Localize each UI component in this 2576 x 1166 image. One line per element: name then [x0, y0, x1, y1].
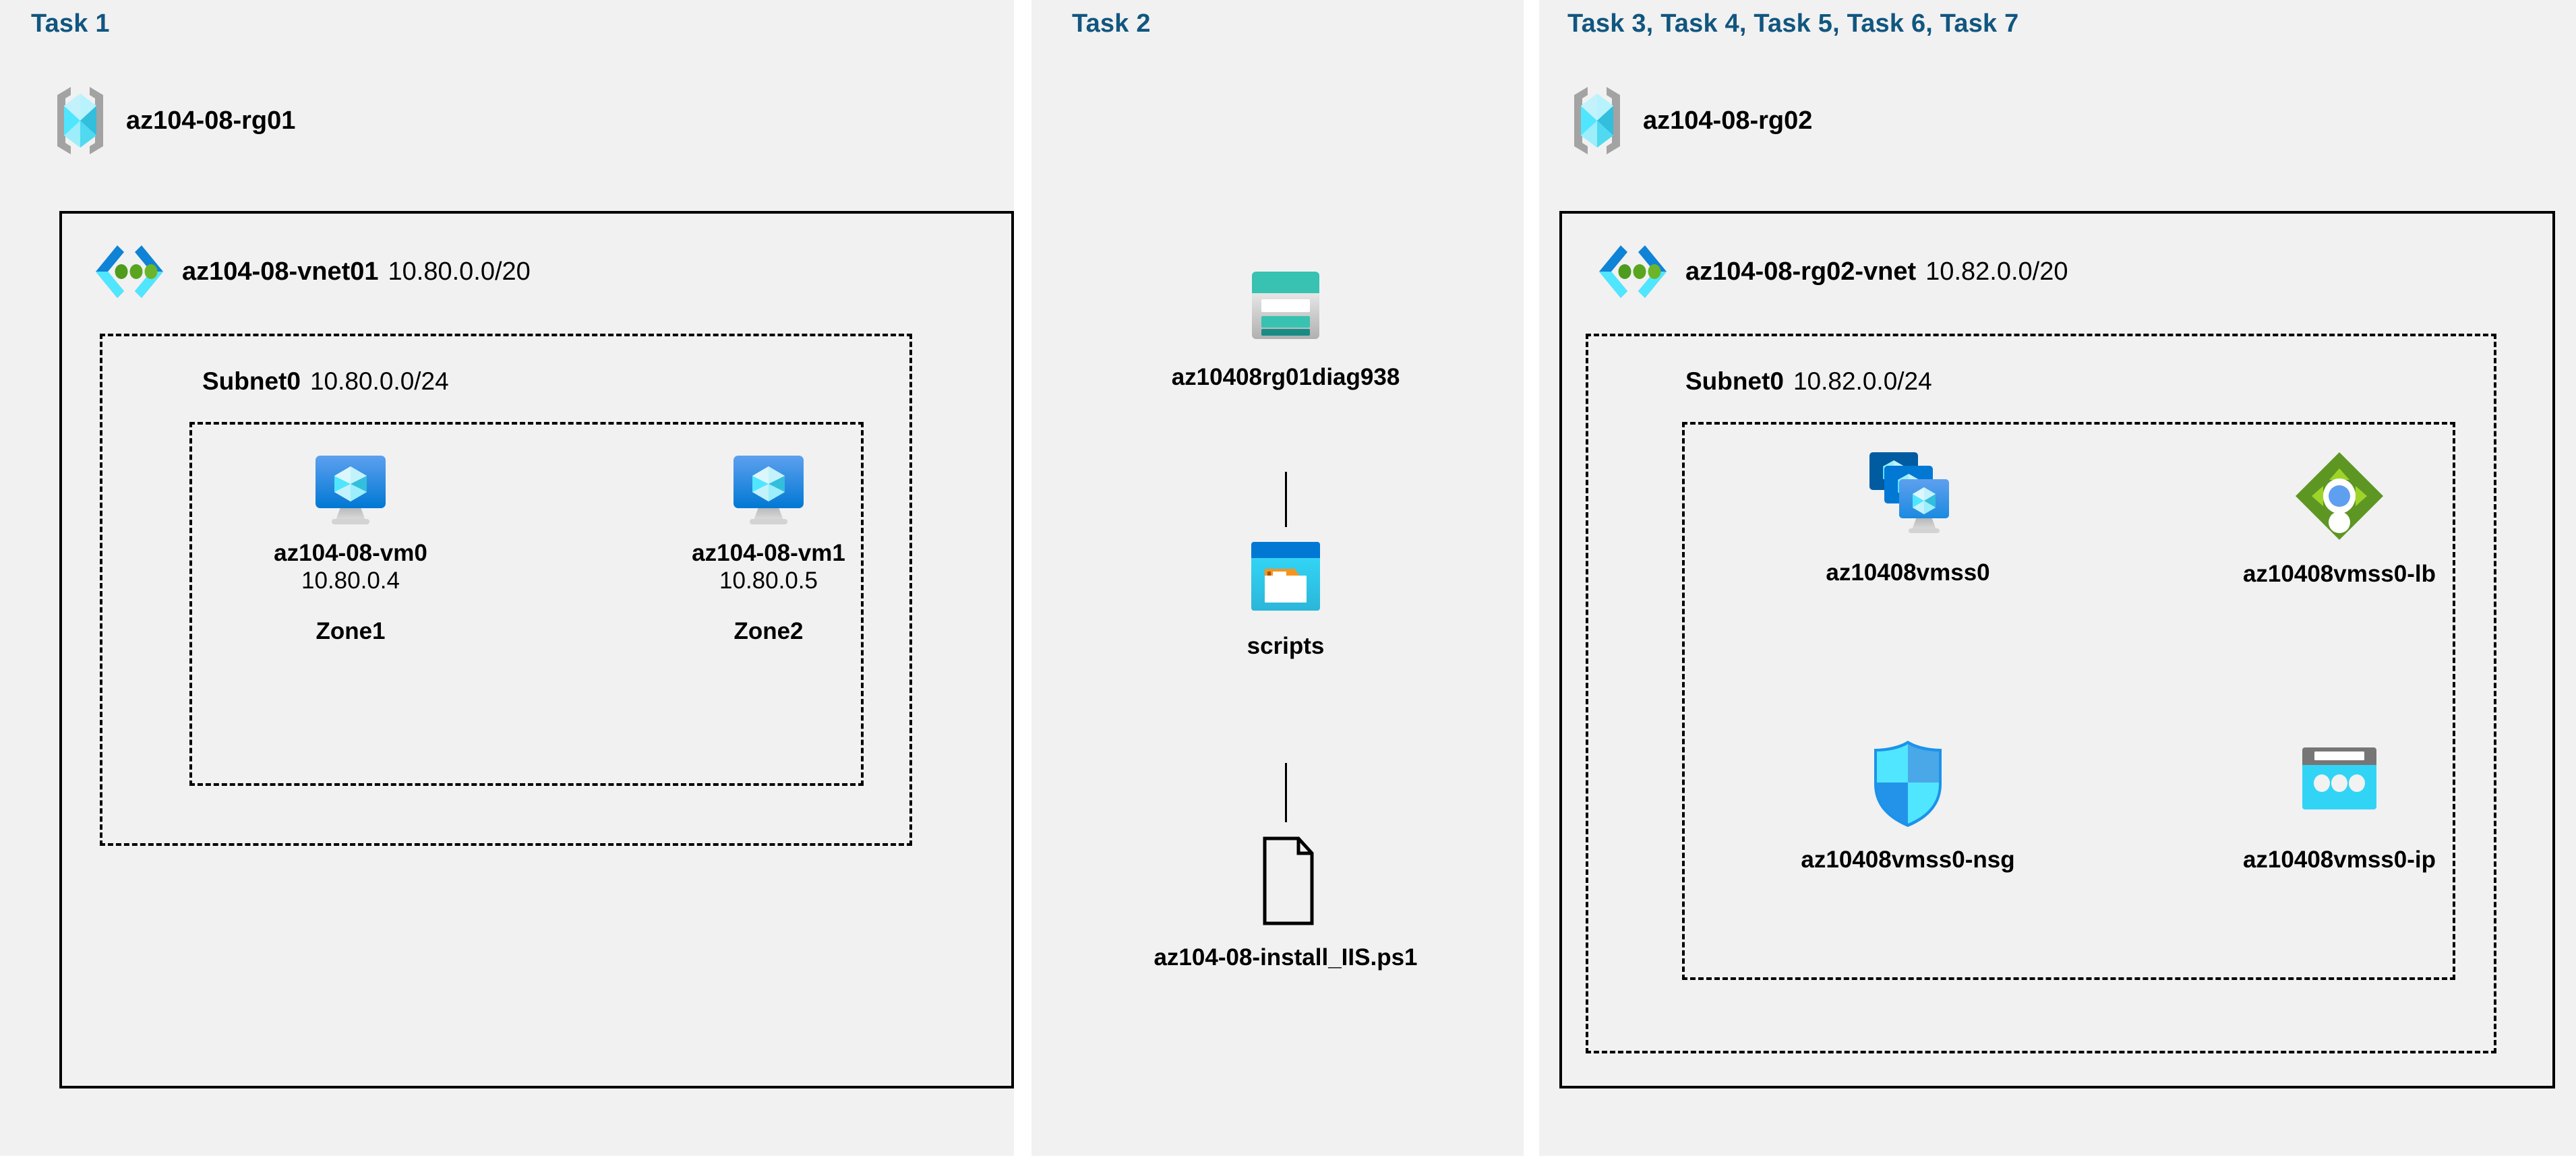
public-ip-az10408vmss0-ip[interactable]: az10408vmss0-ip — [2211, 738, 2467, 873]
blob-container-node[interactable]: scripts — [1185, 539, 1387, 660]
resource-group-rg01-label: az104-08-rg01 — [126, 106, 296, 135]
resource-group-rg01[interactable]: az104-08-rg01 — [51, 84, 295, 157]
nsg-name: az10408vmss0-nsg — [1801, 847, 2015, 873]
storage-account-name: az10408rg01diag938 — [1171, 364, 1400, 390]
vm0-ip: 10.80.0.4 — [301, 567, 400, 594]
vm1-name: az104-08-vm1 — [692, 540, 845, 566]
virtual-network-icon — [1598, 243, 1668, 301]
script-file-name: az104-08-install_IIS.ps1 — [1154, 944, 1418, 971]
rg02-vnet-cidr: 10.82.0.0/20 — [1925, 257, 2068, 286]
task-1-title: Task 1 — [31, 9, 110, 38]
nsg-az10408vmss0-nsg[interactable]: az10408vmss0-nsg — [1801, 738, 2015, 873]
public-ip-address-icon — [2292, 738, 2387, 830]
blob-container-name: scripts — [1247, 633, 1325, 659]
network-security-group-icon — [1867, 738, 1948, 830]
vm0-zone: Zone1 — [316, 618, 386, 645]
vmss-name: az10408vmss0 — [1826, 559, 1990, 586]
load-balancer-az10408vmss0-lb[interactable]: az10408vmss0-lb — [2211, 448, 2467, 588]
vnet01-header[interactable]: az104-08-vnet01 10.80.0.0/20 — [94, 243, 531, 301]
vm0-name: az104-08-vm0 — [274, 540, 427, 566]
vnet01-name: az104-08-vnet01 — [182, 257, 379, 286]
virtual-machine-icon — [311, 452, 390, 530]
file-icon — [1250, 836, 1321, 926]
blob-container-icon — [1249, 539, 1323, 613]
subnet0-rg01-label: Subnet0 10.80.0.0/24 — [202, 367, 449, 396]
connector-storage-to-container — [1285, 472, 1287, 527]
rg02-vnet-header[interactable]: az104-08-rg02-vnet 10.82.0.0/20 — [1598, 243, 2068, 301]
connector-container-to-file — [1285, 763, 1287, 822]
rg02-vnet-boundary — [1559, 211, 2555, 1088]
panel-task1-background — [0, 0, 1014, 1156]
vnet01-label: az104-08-vnet01 10.80.0.0/20 — [182, 257, 531, 286]
subnet0-rg02-name: Subnet0 — [1685, 367, 1784, 395]
rg02-vnet-name: az104-08-rg02-vnet — [1685, 257, 1917, 286]
resource-group-rg02[interactable]: az104-08-rg02 — [1567, 84, 1812, 157]
subnet0-rg01-boundary — [100, 334, 912, 846]
load-balancer-name: az10408vmss0-lb — [2242, 561, 2436, 587]
subnet0-rg02-cidr: 10.82.0.0/24 — [1793, 367, 1932, 395]
public-ip-name: az10408vmss0-ip — [2242, 847, 2436, 873]
vm1-ip: 10.80.0.5 — [719, 567, 818, 594]
script-file-node[interactable]: az104-08-install_IIS.ps1 — [1151, 836, 1420, 971]
subnet0-rg02-label: Subnet0 10.82.0.0/24 — [1685, 367, 1932, 396]
resource-group-icon — [1567, 84, 1627, 157]
vm-az104-08-vm0[interactable]: az104-08-vm0 10.80.0.4 Zone1 — [270, 452, 431, 645]
task-2-title: Task 2 — [1072, 9, 1151, 38]
task-3-7-title: Task 3, Task 4, Task 5, Task 6, Task 7 — [1567, 9, 2019, 38]
panel-task3-background — [1539, 0, 2576, 1156]
vnet01-boundary — [59, 211, 1014, 1088]
resource-group-rg02-label: az104-08-rg02 — [1643, 106, 1813, 135]
virtual-machine-icon — [729, 452, 808, 530]
vm1-zone: Zone2 — [733, 618, 804, 645]
vm-az104-08-vm1[interactable]: az104-08-vm1 10.80.0.5 Zone2 — [688, 452, 849, 645]
rg02-vnet-label: az104-08-rg02-vnet 10.82.0.0/20 — [1685, 257, 2068, 286]
rg02-resources-boundary — [1682, 422, 2455, 980]
subnet0-rg01-cidr: 10.80.0.0/24 — [309, 367, 449, 395]
availability-zones-boundary — [189, 422, 864, 786]
vm-scale-set-icon — [1857, 448, 1958, 543]
storage-account-node[interactable]: az10408rg01diag938 — [1172, 266, 1400, 391]
resource-group-icon — [51, 84, 110, 157]
vnet01-cidr: 10.80.0.0/20 — [388, 257, 531, 286]
storage-account-icon — [1247, 266, 1325, 344]
load-balancer-icon — [2292, 448, 2387, 544]
virtual-network-icon — [94, 243, 164, 301]
subnet0-rg02-boundary — [1586, 334, 2496, 1053]
vmss-az10408vmss0[interactable]: az10408vmss0 — [1807, 448, 2009, 586]
subnet0-rg01-name: Subnet0 — [202, 367, 301, 395]
